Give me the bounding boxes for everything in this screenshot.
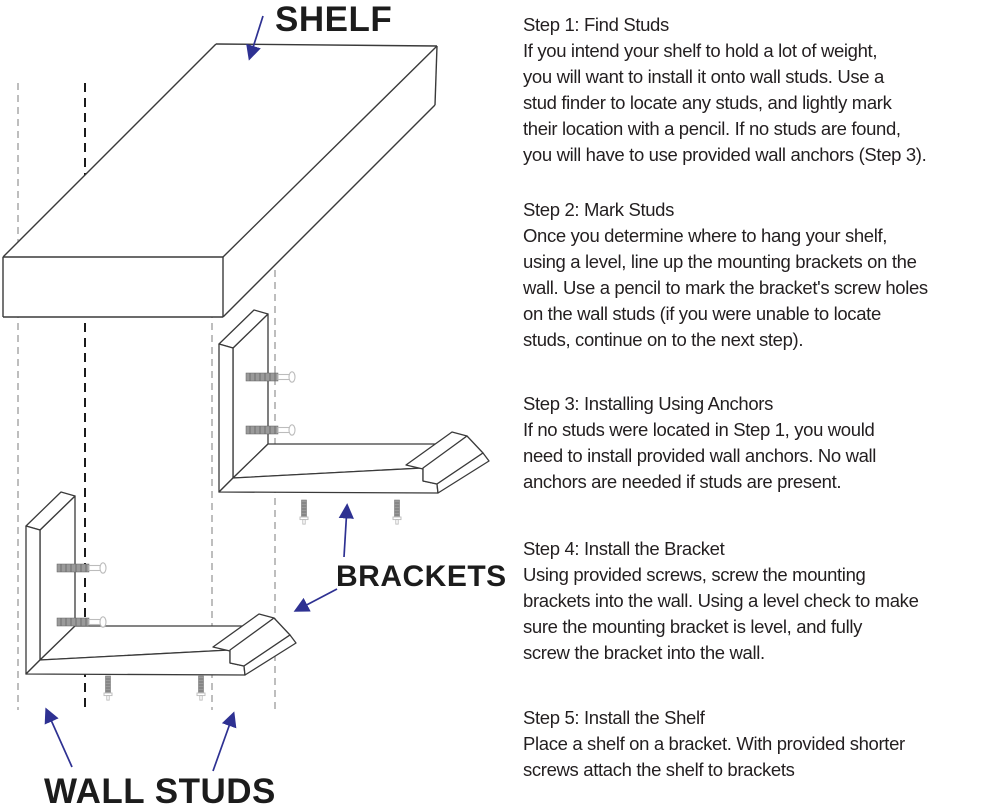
bracket-lower — [25, 491, 297, 676]
brackets-label: BRACKETS — [336, 560, 507, 593]
step-2: Step 2: Mark Studs Once you determine wh… — [523, 197, 985, 353]
shelf-drawing — [2, 43, 438, 318]
step-1-body: If you intend your shelf to hold a lot o… — [523, 40, 927, 165]
step-5-body: Place a shelf on a bracket. With provide… — [523, 733, 905, 780]
shelf-screw-3 — [103, 675, 113, 701]
shelf-screw-1 — [299, 499, 309, 525]
mounting-screw-2 — [245, 424, 296, 436]
step-4: Step 4: Install the Bracket Using provid… — [523, 536, 985, 666]
wall-studs-label: WALL STUDS — [44, 772, 276, 806]
shelf-label: SHELF — [275, 0, 393, 39]
step-2-heading: Step 2: Mark Studs — [523, 199, 675, 220]
shelf-screw-2 — [392, 499, 402, 525]
step-3: Step 3: Installing Using Anchors If no s… — [523, 391, 985, 495]
mounting-screw-1 — [245, 371, 296, 383]
brackets-arrow-up — [338, 503, 354, 558]
step-5: Step 5: Install the Shelf Place a shelf … — [523, 705, 985, 783]
step-3-body: If no studs were located in Step 1, you … — [523, 419, 877, 492]
wall-studs-arrow-right — [212, 711, 237, 772]
instruction-steps: Step 1: Find Studs If you intend your sh… — [523, 0, 985, 806]
brackets-arrow-down-left — [293, 588, 338, 612]
step-2-body: Once you determine where to hang your sh… — [523, 225, 928, 350]
shelf-arrow — [246, 15, 264, 61]
step-4-body: Using provided screws, screw the mountin… — [523, 564, 919, 663]
wall-stud-lines — [17, 83, 276, 710]
shelf-screw-4 — [196, 675, 206, 701]
bracket-upper — [218, 309, 490, 494]
step-1: Step 1: Find Studs If you intend your sh… — [523, 12, 985, 168]
step-3-heading: Step 3: Installing Using Anchors — [523, 393, 774, 414]
step-5-heading: Step 5: Install the Shelf — [523, 707, 705, 728]
step-1-heading: Step 1: Find Studs — [523, 14, 669, 35]
mounting-screw-3 — [56, 562, 107, 574]
wall-studs-arrow-left — [44, 707, 73, 768]
step-4-heading: Step 4: Install the Bracket — [523, 538, 725, 559]
